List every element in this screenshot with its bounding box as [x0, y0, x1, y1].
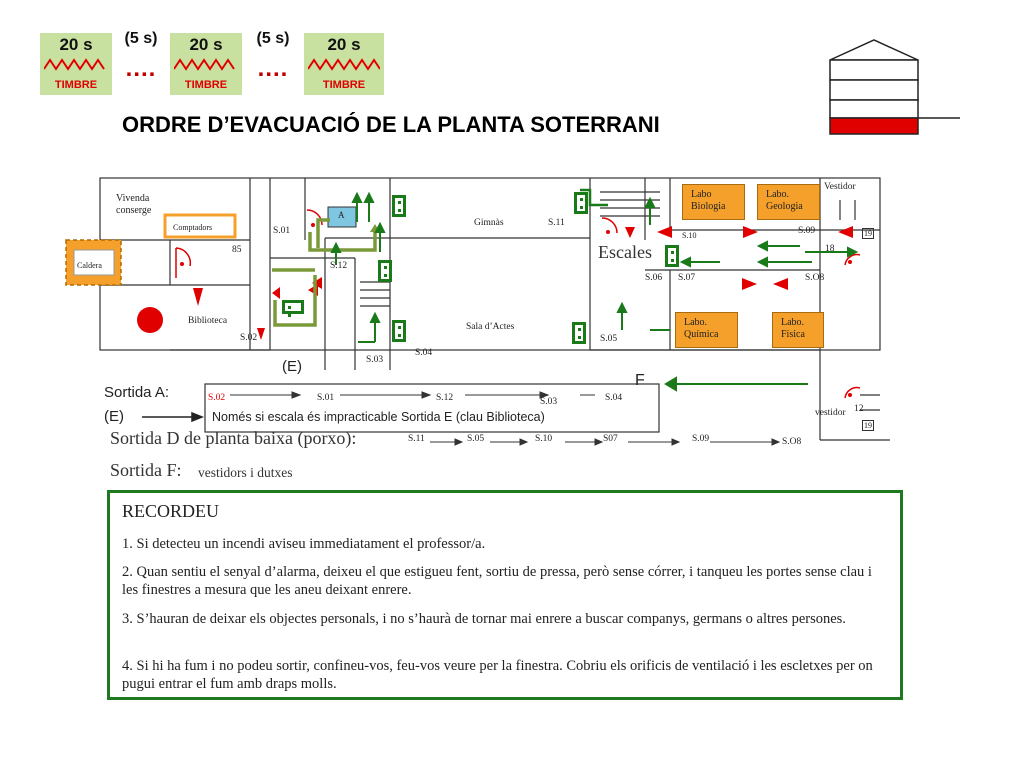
route-a-s04: S.04	[605, 393, 623, 403]
code-s02: S.02	[240, 333, 258, 343]
code-19-bottom: 19	[862, 420, 874, 431]
route-d-s08: S.O8	[782, 437, 802, 447]
route-d-s09: S.09	[692, 434, 710, 444]
exit-sign-icon	[572, 322, 586, 344]
alarm-duration: 20 s	[189, 35, 223, 54]
timbre-label: TIMBRE	[322, 79, 366, 91]
room-a-box: A	[338, 210, 345, 220]
room-vestidor-bottom: vestidor	[815, 408, 846, 418]
code-s03: S.03	[366, 355, 384, 365]
code-s11: S.11	[548, 218, 565, 228]
recordeu-box: RECORDEU 1. Si detecteu un incendi avise…	[107, 490, 903, 700]
recordeu-item-3: 3. S’hauran de deixar els objectes perso…	[122, 611, 846, 627]
room-sala-actes: Sala d’Actes	[466, 322, 515, 332]
exit-e-label: (E)	[282, 358, 302, 375]
alarm-duration: 20 s	[327, 35, 361, 54]
code-18: 18	[825, 244, 835, 254]
alarm-block-2: 20 s TIMBRE	[170, 33, 242, 95]
room-comptadors: Comptadors	[173, 223, 213, 232]
timbre-label: TIMBRE	[54, 79, 98, 91]
exit-f-label: F	[635, 372, 645, 389]
exit-sign-icon	[378, 260, 392, 282]
exit-f-title: Sortida F:	[110, 460, 182, 480]
code-s05: S.05	[600, 334, 618, 344]
exit-sign-icon	[665, 245, 679, 267]
code-s12: S.12	[330, 261, 348, 271]
route-d-s11: S.11	[408, 434, 425, 444]
room-biblioteca: Biblioteca	[188, 316, 228, 326]
code-s09: S.09	[798, 226, 816, 236]
route-a-s12: S.12	[436, 393, 454, 403]
code-s04: S.04	[415, 348, 433, 358]
exit-sign-icon	[392, 195, 406, 217]
page-title: ORDRE D’EVACUACIÓ DE LA PLANTA SOTERRANI	[122, 112, 660, 137]
route-a-s01: S.01	[317, 393, 335, 403]
room-vivenda: Vivenda conserge	[116, 193, 152, 216]
exit-a-label: Sortida A:	[104, 384, 170, 401]
route-d-s10: S.10	[535, 434, 553, 444]
recordeu-item-2: 2. Quan sentiu el senyal d’alarma, deixe…	[122, 564, 872, 598]
lab-geologia: Labo. Geologia	[757, 184, 820, 220]
code-19-top: 19	[862, 228, 874, 239]
alarm-block-3: 20 s TIMBRE	[304, 33, 384, 95]
timbre-label: TIMBRE	[184, 79, 228, 91]
code-12: 12	[854, 404, 864, 414]
exit-a-note: Només si escala és impracticable Sortida…	[212, 410, 545, 424]
room-caldera: Caldera	[77, 261, 102, 270]
route-a-s02: S.02	[208, 393, 226, 403]
building-floor-icon	[829, 39, 960, 135]
zigzag-icon	[44, 58, 105, 71]
room-escales: Escales	[598, 242, 652, 262]
alarm-duration: 20 s	[59, 35, 93, 54]
floor-plan	[65, 177, 890, 446]
exit-sign-icon	[392, 320, 406, 342]
recordeu-heading: RECORDEU	[122, 501, 220, 521]
exit-f-sub: vestidors i dutxes	[198, 465, 293, 480]
pause-dots: ....	[257, 55, 289, 82]
recordeu-item-4: 4. Si hi ha fum i no podeu sortir, confi…	[122, 658, 873, 692]
zigzag-icon	[308, 58, 380, 71]
lab-fisica: Labo. Física	[772, 312, 824, 348]
exit-a-sub: (E)	[104, 408, 124, 425]
alarm-block-1: 20 s TIMBRE	[40, 33, 112, 95]
code-85: 85	[232, 245, 242, 255]
room-vestidor-top: Vestidor	[824, 182, 856, 192]
exit-sign-icon	[282, 300, 304, 314]
pause-dots: ....	[125, 55, 157, 82]
route-a-s03: S.03	[540, 397, 558, 407]
lab-quimica: Labo. Química	[675, 312, 738, 348]
exit-d-label: Sortida D de planta baixa (porxo):	[110, 428, 357, 448]
route-d-s05: S.05	[467, 434, 485, 444]
code-s01: S.01	[273, 226, 291, 236]
code-s08: S.O8	[805, 273, 825, 283]
room-gimnas: Gimnàs	[474, 218, 504, 228]
recordeu-item-1: 1. Si detecteu un incendi aviseu immedia…	[122, 536, 486, 552]
pause-duration: (5 s)	[256, 30, 290, 47]
code-s06: S.06	[645, 273, 663, 283]
code-s07: S.07	[678, 273, 696, 283]
lab-biologia: Labo Biologia	[682, 184, 745, 220]
route-d-s07: S07	[603, 434, 618, 444]
code-s10: S.10	[682, 231, 697, 240]
exit-sign-icon	[574, 192, 588, 214]
pause-duration: (5 s)	[124, 30, 158, 47]
zigzag-icon	[174, 58, 235, 71]
